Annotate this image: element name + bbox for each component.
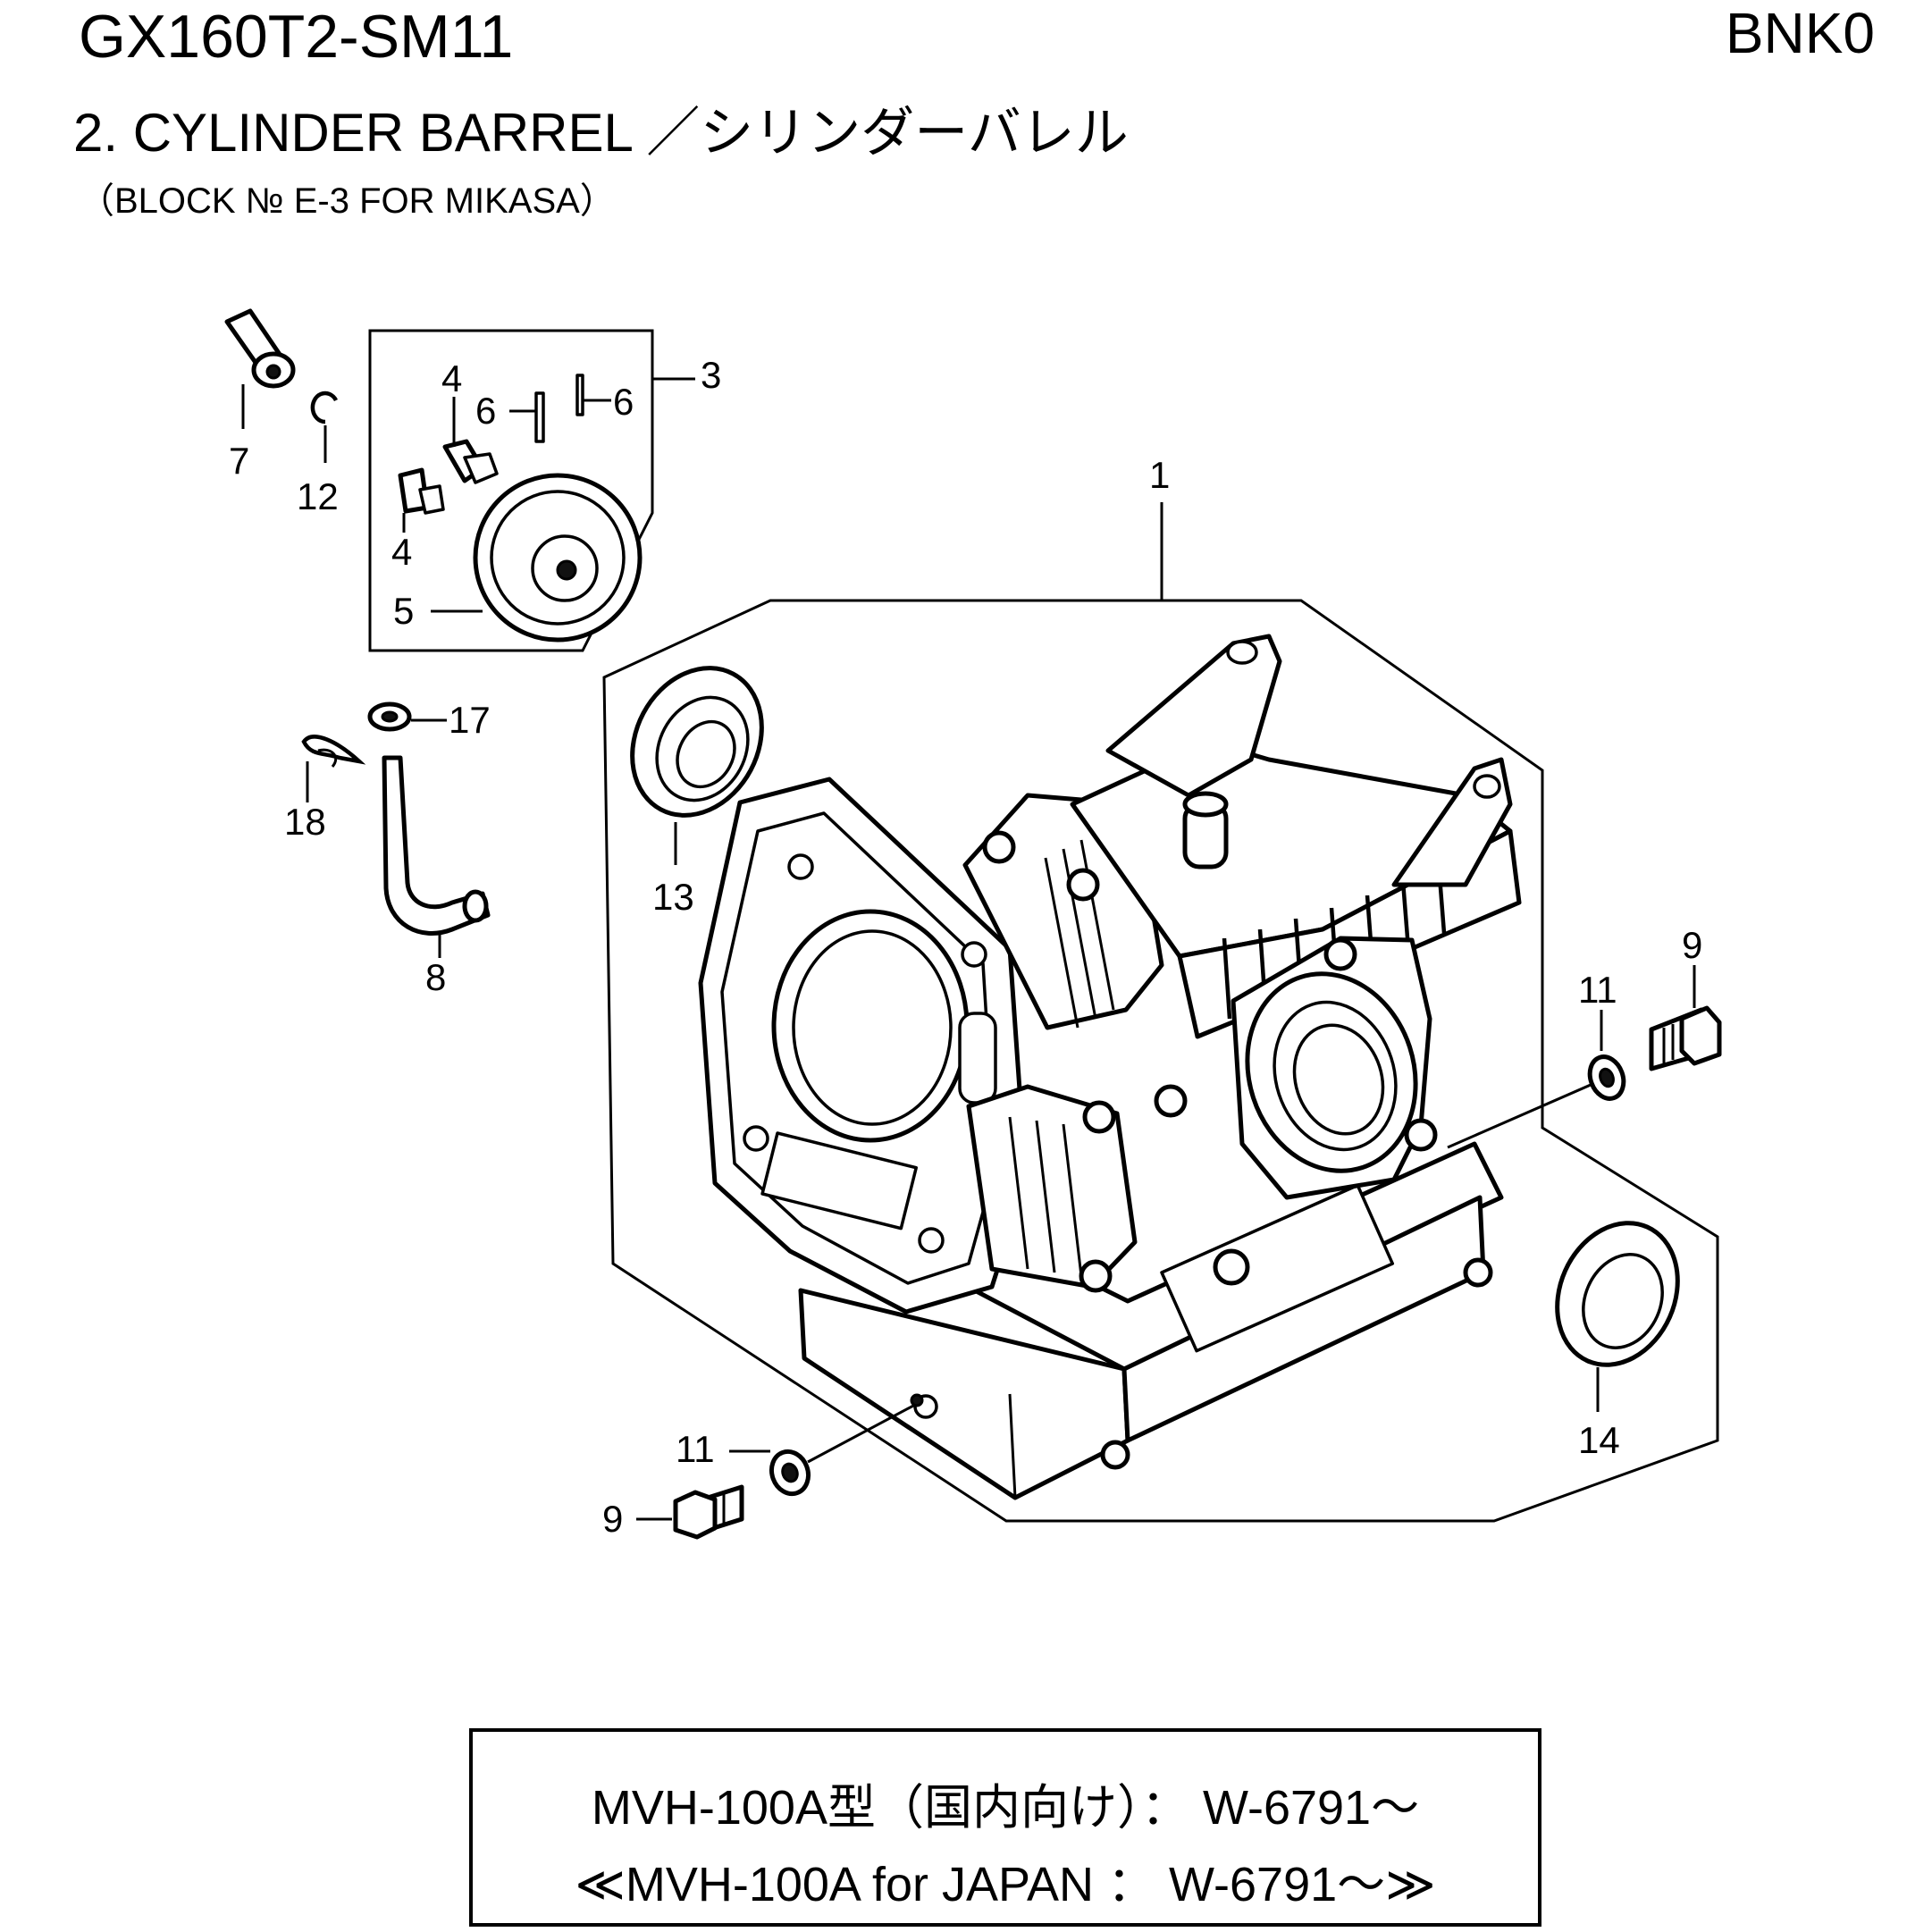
callout-1: 1: [1149, 454, 1170, 496]
callout-11-left: 11: [676, 1428, 715, 1470]
callout-4-upper: 4: [441, 357, 462, 399]
gear-axle: [556, 559, 577, 581]
crankcase-edge: [1008, 1393, 1017, 1499]
cylinder-bore-inner: [792, 929, 953, 1126]
stud-boss: [1066, 868, 1100, 902]
cap-part-7: [224, 308, 296, 389]
callout-14: 14: [1578, 1419, 1620, 1461]
bolt-part-9-right: [1649, 1005, 1722, 1071]
callout-7: 7: [229, 440, 249, 482]
washer-hole: [381, 710, 399, 723]
flange-hole: [743, 1125, 769, 1152]
callout-3: 3: [701, 354, 721, 396]
governor-gear-part-5: [473, 473, 643, 643]
callout-9-left: 9: [602, 1498, 623, 1540]
ball-bearing-left: [630, 666, 764, 818]
bearing-inner-race: [676, 719, 736, 789]
breather-boss-top: [1182, 791, 1229, 818]
callout-18: 18: [284, 801, 326, 843]
pin-part-6-right: [575, 374, 584, 416]
callout-6-left: 6: [475, 390, 496, 432]
bracket-hole: [1473, 774, 1501, 799]
flange-slot: [760, 1131, 918, 1231]
rib: [1222, 937, 1232, 1020]
lower-fin-stack: [966, 1084, 1138, 1289]
note-line-english: ≪MVH-100A for JAPAN ： W-6791～≫: [575, 1858, 1436, 1911]
pin-part-6-left: [534, 391, 545, 443]
cylinder-block-drawing: [698, 634, 1522, 1500]
centerline-left: [807, 1403, 916, 1464]
callout-11-right: 11: [1578, 969, 1617, 1011]
callout-8: 8: [425, 956, 446, 998]
washer-hole: [1599, 1067, 1615, 1088]
crankcase-base: [798, 1288, 1130, 1500]
clip-part-12: [310, 391, 339, 424]
fin-line: [1035, 1120, 1056, 1273]
bolt-head: [673, 1490, 718, 1540]
governor-weight-part-4-upper: [442, 439, 499, 484]
governor-weight-part-4-lower: [398, 467, 445, 515]
crank-bearing-inner: [1292, 1023, 1385, 1136]
callout-6-right: 6: [613, 381, 634, 423]
fin-line: [1044, 857, 1079, 1029]
callout-17: 17: [449, 699, 491, 741]
stud-boss: [982, 830, 1016, 864]
callout-4-lower: 4: [391, 531, 412, 573]
weight-arm: [418, 484, 445, 515]
callout-13: 13: [652, 876, 694, 918]
crankcase-side-window: [1160, 1183, 1395, 1353]
oil-seal-inner: [1582, 1253, 1664, 1349]
stud-boss: [1100, 1440, 1130, 1470]
bolt-head: [1679, 1005, 1722, 1066]
block-subtitle: （BLOCK № E-3 FOR MIKASA）: [79, 181, 616, 221]
diagram-code: BNK0: [1725, 1, 1875, 65]
serial-note-box: MVH-100A型（国内向け）： W-6791～ ≪MVH-100A for J…: [469, 1728, 1541, 1927]
fin-line: [1079, 839, 1115, 1011]
note-line-japanese: MVH-100A型（国内向け）： W-6791～: [591, 1781, 1420, 1835]
bolt-part-9-left: [673, 1484, 744, 1540]
centerline-right: [1447, 1083, 1592, 1149]
section-title: 2. CYLINDER BARREL ／シリンダーバレル: [73, 103, 1129, 163]
oil-seal-right: [1555, 1221, 1680, 1367]
bracket-hole: [1226, 640, 1258, 665]
cap-hole: [265, 364, 281, 380]
assembly-boundary: [602, 599, 1719, 1523]
washer-hole: [781, 1462, 799, 1483]
pipe-end: [462, 889, 489, 923]
flange-hole: [918, 1227, 945, 1254]
spring-clip-part-18: [301, 735, 366, 765]
stud-boss: [1082, 1100, 1116, 1134]
flange-hole: [961, 941, 987, 968]
stud-boss: [1463, 1257, 1493, 1288]
model-title: GX160T2-SM11: [79, 3, 514, 71]
callout-5: 5: [393, 590, 414, 632]
stud-boss: [1404, 1118, 1438, 1152]
stud-boss: [1323, 937, 1357, 971]
callout-12: 12: [297, 475, 339, 517]
stud-boss: [1079, 1259, 1113, 1293]
drain-hole-center: [910, 1393, 924, 1407]
flange-port: [958, 1012, 997, 1105]
spring-clip-loop: [317, 748, 338, 768]
fin-line: [1008, 1116, 1029, 1270]
weight-arm: [463, 452, 499, 484]
stud-boss: [1154, 1084, 1188, 1118]
flange-hole: [787, 853, 814, 880]
callout-9-right: 9: [1682, 924, 1702, 966]
fin-line: [1062, 1123, 1083, 1277]
rib: [1400, 880, 1411, 950]
stud-boss: [1213, 1248, 1250, 1286]
